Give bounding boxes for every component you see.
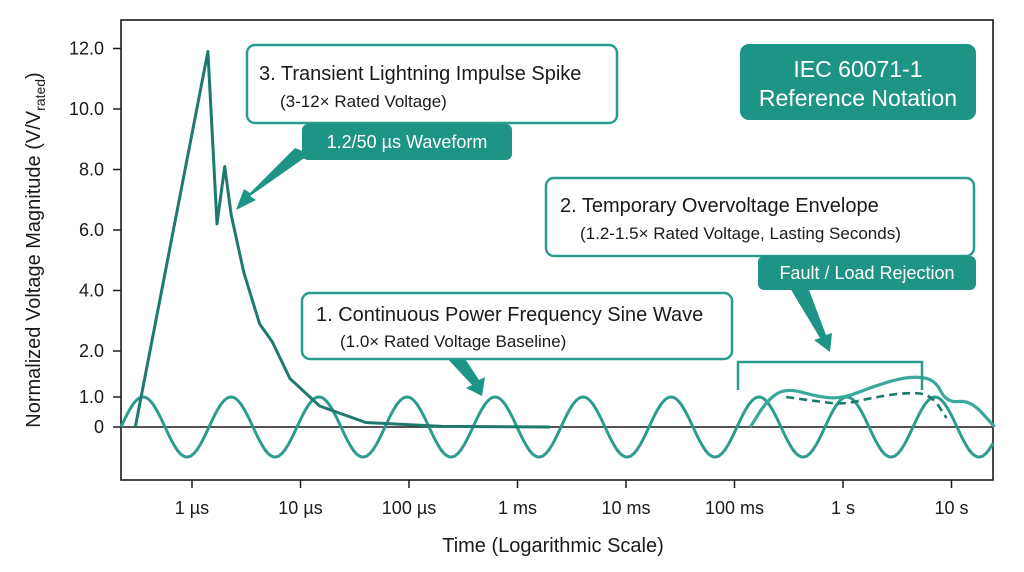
y-axis-title-main: Normalized Voltage Magnitude (V/V xyxy=(23,110,45,427)
x-tick-label: 1 ms xyxy=(498,498,537,518)
x-tick-label: 100 ms xyxy=(705,498,764,518)
lightning-callout-box xyxy=(245,43,619,125)
plot-frame xyxy=(120,19,994,481)
y-axis-ticks: 12.0 10.0 8.0 6.0 4.0 2.0 1.0 0 xyxy=(69,39,121,437)
tov-callout-title: 2. Temporary Overvoltage Envelope xyxy=(560,195,879,217)
x-axis-ticks: 1 µs 10 µs 100 µs 1 ms 10 ms 100 ms 1 s 10 s xyxy=(175,480,969,518)
tov-tag-box xyxy=(758,256,976,290)
y-axis-title-subscript: rated xyxy=(32,79,48,111)
tov-callout: 2. Temporary Overvoltage Envelope (1.2-1… xyxy=(544,176,976,258)
y-tick-label: 0 xyxy=(94,417,104,437)
tov-dashed-line xyxy=(786,391,948,419)
sine-callout-subtitle: (1.0× Rated Voltage Baseline) xyxy=(340,332,566,351)
lightning-callout-title: 3. Transient Lightning Impulse Spike xyxy=(259,63,581,85)
sine-callout-title: 1. Continuous Power Frequency Sine Wave xyxy=(316,304,703,326)
x-axis-title: Time (Logarithmic Scale) xyxy=(442,535,664,557)
tov-envelope-line xyxy=(749,375,996,429)
iec-badge-line2: Reference Notation xyxy=(759,85,957,111)
x-tick-label: 1 µs xyxy=(175,498,209,518)
lightning-callout-subtitle: (3-12× Rated Voltage) xyxy=(280,92,447,111)
iec-reference-badge: IEC 60071-1 Reference Notation xyxy=(740,44,976,120)
x-tick-label: 100 µs xyxy=(382,498,436,518)
tov-bracket xyxy=(736,360,924,390)
sine-callout: 1. Continuous Power Frequency Sine Wave … xyxy=(300,291,734,361)
y-tick-label: 4.0 xyxy=(79,281,104,301)
y-tick-label: 12.0 xyxy=(69,39,104,59)
iec-badge-box xyxy=(740,44,976,120)
lightning-tag: 1.2/50 µs Waveform xyxy=(302,124,512,160)
lightning-arrow xyxy=(236,148,310,210)
x-tick-label: 1 s xyxy=(831,498,855,518)
lightning-tag-box xyxy=(302,124,512,160)
tov-tag-text: Fault / Load Rejection xyxy=(779,263,954,283)
sine-callout-box xyxy=(300,291,734,361)
y-tick-label: 1.0 xyxy=(79,387,104,407)
y-tick-label: 10.0 xyxy=(69,99,104,119)
y-axis-title: Normalized Voltage Magnitude (V/Vrated) xyxy=(23,72,48,427)
tov-tag: Fault / Load Rejection xyxy=(758,256,976,290)
y-tick-label: 8.0 xyxy=(79,160,104,180)
series-layer xyxy=(119,50,996,459)
x-tick-label: 10 µs xyxy=(278,498,322,518)
iec-badge-line1: IEC 60071-1 xyxy=(793,56,922,82)
x-tick-label: 10 s xyxy=(934,498,968,518)
y-tick-label: 2.0 xyxy=(79,341,104,361)
y-axis-title-end: ) xyxy=(23,72,45,79)
tov-callout-box xyxy=(544,176,976,258)
lightning-impulse-line xyxy=(133,50,551,429)
tov-callout-subtitle: (1.2-1.5× Rated Voltage, Lasting Seconds… xyxy=(580,224,901,243)
y-tick-label: 6.0 xyxy=(79,220,104,240)
tov-arrow xyxy=(790,282,832,352)
lightning-callout: 3. Transient Lightning Impulse Spike (3-… xyxy=(245,43,619,125)
lightning-tag-text: 1.2/50 µs Waveform xyxy=(327,132,488,152)
x-tick-label: 10 ms xyxy=(601,498,650,518)
